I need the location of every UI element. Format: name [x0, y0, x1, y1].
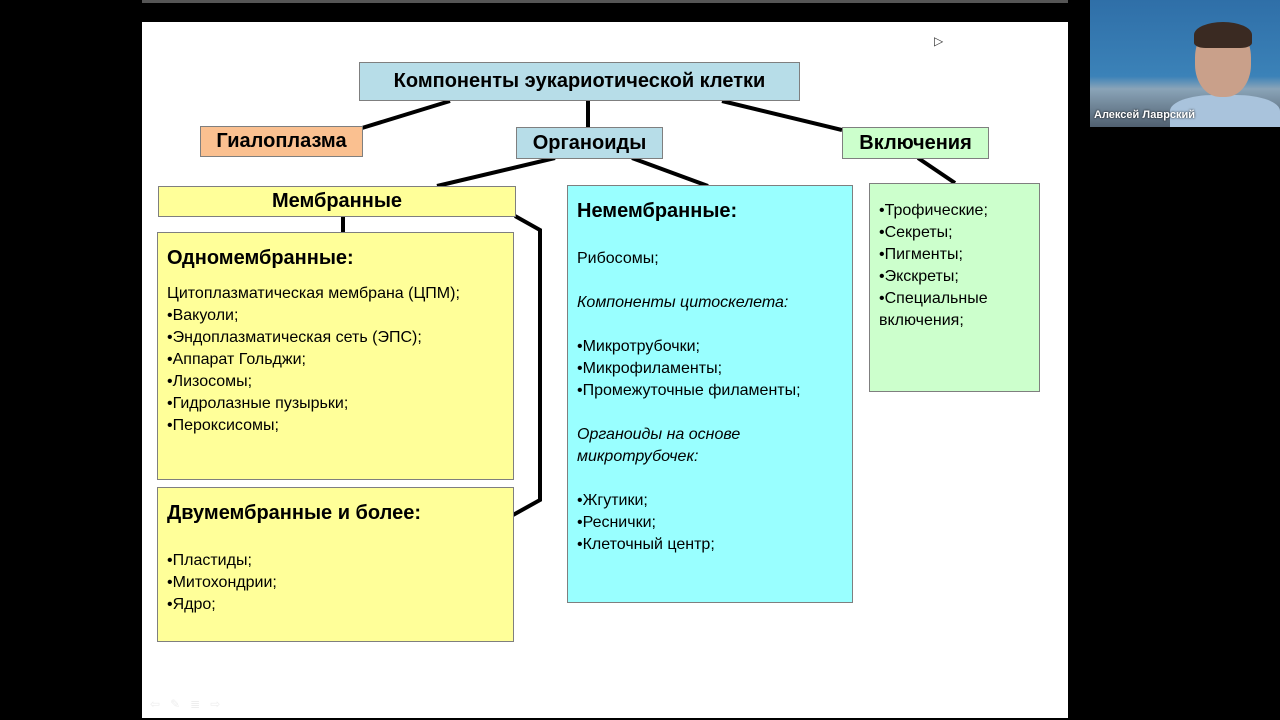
title-box: Компоненты эукариотической клетки — [359, 62, 800, 101]
nonmembrane-title: Немембранные: — [577, 200, 738, 222]
list-item: Рибосомы; — [577, 250, 659, 267]
list-item: •Микрофиламенты; — [577, 360, 723, 377]
next-slide-icon[interactable]: ⇨ — [210, 697, 231, 711]
cytoskeleton-heading: Компоненты цитоскелета: — [577, 294, 789, 311]
list-item: •Митохондрии; — [167, 574, 277, 591]
nonmembrane-box: Немембранные: Рибосомы; Компоненты цитос… — [567, 185, 853, 603]
membrane-box: Мембранные — [158, 186, 516, 217]
list-item: •Клеточный центр; — [577, 536, 715, 553]
prev-slide-icon[interactable]: ⇦ — [150, 697, 171, 711]
microtubule-organelles-heading: Органоиды на основе микротрубочек: — [577, 426, 741, 465]
list-item: •Пластиды; — [167, 552, 252, 569]
list-item: •Промежуточные филаменты; — [577, 382, 801, 399]
list-item: •Микротрубочки; — [577, 338, 700, 355]
list-item: •Ядро; — [167, 596, 216, 613]
list-item: •Гидролазные пузырьки; — [167, 395, 349, 412]
list-item: •Трофические; — [879, 202, 988, 219]
list-item: •Секреты; — [879, 224, 953, 241]
list-item: •Эндоплазматическая сеть (ЭПС); — [167, 329, 422, 346]
double-membrane-title: Двумембранные и более: — [167, 502, 421, 524]
window-top-bar — [142, 0, 1068, 3]
participant-video[interactable]: Алексей Лаврский — [1090, 0, 1280, 127]
participant-shirt — [1170, 95, 1280, 127]
organelles-box: Органоиды — [516, 127, 663, 159]
list-item: •Реснички; — [577, 514, 656, 531]
double-membrane-box: Двумембранные и более: •Пластиды; •Митох… — [157, 487, 514, 642]
list-item: •Пигменты; — [879, 246, 963, 263]
inclusions-box: Включения — [842, 127, 989, 159]
pen-icon[interactable]: ✎ — [170, 697, 191, 711]
list-item: •Экскреты; — [879, 268, 959, 285]
mouse-cursor-icon: ▷ — [934, 34, 944, 48]
inclusions-list-box: •Трофические; •Секреты; •Пигменты; •Экск… — [869, 183, 1040, 392]
list-item: •Пероксисомы; — [167, 417, 279, 434]
list-item: •Жгутики; — [577, 492, 648, 509]
slideshow-toolbar[interactable]: ⇦✎≣⇨ — [150, 697, 230, 711]
list-item: •Аппарат Гольджи; — [167, 351, 306, 368]
list-item: •Лизосомы; — [167, 373, 253, 390]
list-item: •Специальные включения; — [879, 290, 988, 329]
participant-name: Алексей Лаврский — [1094, 109, 1196, 121]
single-membrane-title: Одномембранные: — [167, 247, 354, 269]
single-membrane-box: Одномембранные: Цитоплазматическая мембр… — [157, 232, 514, 480]
list-item: Цитоплазматическая мембрана (ЦПМ); — [167, 285, 460, 302]
participant-hair — [1194, 22, 1252, 48]
list-item: •Вакуоли; — [167, 307, 239, 324]
menu-icon[interactable]: ≣ — [190, 697, 211, 711]
hyaloplasm-box: Гиалоплазма — [200, 126, 363, 157]
